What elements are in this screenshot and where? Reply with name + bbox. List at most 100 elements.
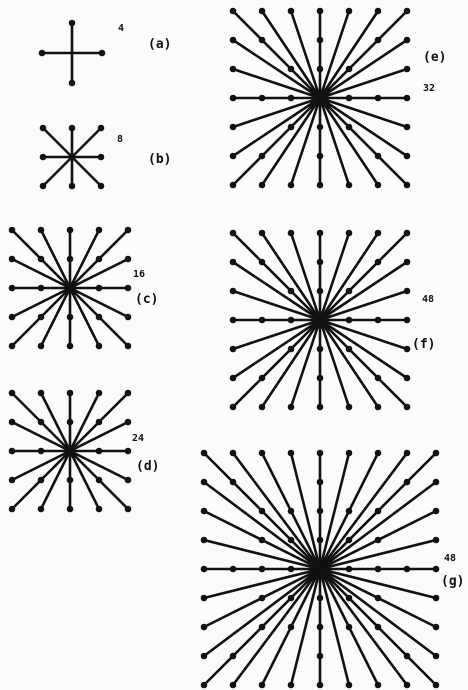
node-a-0-1: [38, 49, 46, 57]
node-f-19-1: [403, 287, 411, 295]
node-e-23-3: [403, 181, 411, 189]
ray-b-0: [41, 126, 74, 159]
node-f-6-2: [258, 374, 266, 382]
node-e-8-1: [258, 181, 266, 189]
node-c-8-1: [66, 313, 74, 321]
node-g-27-2: [374, 565, 382, 573]
node-d-8-1: [66, 476, 74, 484]
node-g-20-1: [345, 623, 353, 631]
ray-f-0: [231, 231, 322, 322]
node-c-6-1: [37, 342, 45, 350]
ray-g-9: [231, 451, 322, 571]
node-c-0-1: [37, 255, 45, 263]
node-d-0-2: [8, 389, 16, 397]
ray-d-9: [68, 391, 101, 453]
node-g-7-1: [200, 652, 208, 660]
node-g-6-2: [200, 623, 208, 631]
node-f-13-1: [345, 229, 353, 237]
node-e-16-1: [374, 181, 382, 189]
ray-g-5: [202, 567, 322, 600]
node-d-8-2: [66, 505, 74, 513]
node-g-21-1: [403, 449, 411, 457]
node-g-8-3: [229, 652, 237, 660]
ray-g-17: [318, 451, 351, 571]
node-g-31-2: [374, 623, 382, 631]
ray-f-7: [260, 231, 322, 322]
node-e-9-1: [287, 7, 295, 15]
ray-d-1: [10, 420, 72, 453]
node-g-3-1: [200, 536, 208, 544]
node-f-17-1: [345, 287, 353, 295]
node-b-1-1: [39, 153, 47, 161]
node-c-12-1: [124, 255, 132, 263]
ray-f-13: [318, 231, 351, 322]
ray-b-2: [41, 155, 74, 188]
node-f-17-2: [374, 258, 382, 266]
ray-e-6: [231, 96, 322, 187]
node-e-0-3: [229, 7, 237, 15]
node-g-15-4: [316, 449, 324, 457]
node-e-10-1: [287, 181, 295, 189]
node-d-5-1: [37, 389, 45, 397]
ray-d-3: [10, 449, 72, 482]
node-f-14-1: [345, 403, 353, 411]
ray-g-24: [318, 480, 438, 571]
ray-e-21: [318, 96, 409, 129]
node-c-15-2: [124, 342, 132, 350]
node-f-5-1: [229, 374, 237, 382]
node-c-3-1: [8, 313, 16, 321]
node-g-14-1: [287, 681, 295, 689]
node-f-6-1: [287, 345, 295, 353]
node-f-12-1: [316, 345, 324, 353]
node-d-7-2: [66, 389, 74, 397]
node-f-23-2: [374, 374, 382, 382]
node-g-29-2: [432, 623, 440, 631]
ray-c-6: [39, 286, 72, 348]
node-g-16-4: [316, 681, 324, 689]
node-c-1-1: [8, 255, 16, 263]
node-f-9-1: [287, 229, 295, 237]
neighbor-count-g: 48: [444, 553, 456, 564]
panel-label-f: (f): [412, 337, 435, 352]
node-g-25-2: [432, 507, 440, 515]
node-g-2-1: [258, 536, 266, 544]
ray-f-22: [318, 318, 409, 380]
ray-g-21: [318, 451, 409, 571]
node-c-14-1: [124, 313, 132, 321]
node-d-9-1: [95, 389, 103, 397]
ray-e-13: [318, 9, 351, 100]
node-e-17-2: [374, 36, 382, 44]
node-d-4-2: [8, 505, 16, 513]
node-d-13-1: [95, 447, 103, 455]
node-g-9-1: [229, 449, 237, 457]
node-g-31-4: [432, 681, 440, 689]
ray-e-23: [318, 96, 409, 187]
ray-e-17: [318, 9, 409, 100]
panel-b: (b)8: [39, 124, 171, 190]
node-e-4-1: [229, 123, 237, 131]
node-g-31-1: [345, 594, 353, 602]
node-b-5-1: [97, 124, 105, 132]
panel-d: (d)24: [8, 389, 159, 513]
node-c-11-1: [95, 255, 103, 263]
node-g-28-1: [432, 594, 440, 602]
node-g-19-1: [345, 507, 353, 515]
ray-g-14: [289, 567, 322, 687]
node-c-13-2: [124, 284, 132, 292]
node-g-5-1: [200, 594, 208, 602]
node-d-4-1: [37, 476, 45, 484]
node-g-4-4: [200, 565, 208, 573]
node-e-5-1: [229, 152, 237, 160]
node-d-6-1: [37, 505, 45, 513]
node-e-0-1: [287, 65, 295, 73]
node-g-27-1: [345, 565, 353, 573]
node-d-10-1: [95, 505, 103, 513]
node-e-7-1: [258, 7, 266, 15]
ray-g-30: [318, 567, 438, 658]
node-f-21-1: [403, 345, 411, 353]
node-d-12-1: [124, 418, 132, 426]
ray-f-6: [231, 318, 322, 409]
ray-c-5: [39, 228, 72, 290]
ray-g-13: [289, 451, 322, 571]
node-e-14-1: [345, 181, 353, 189]
